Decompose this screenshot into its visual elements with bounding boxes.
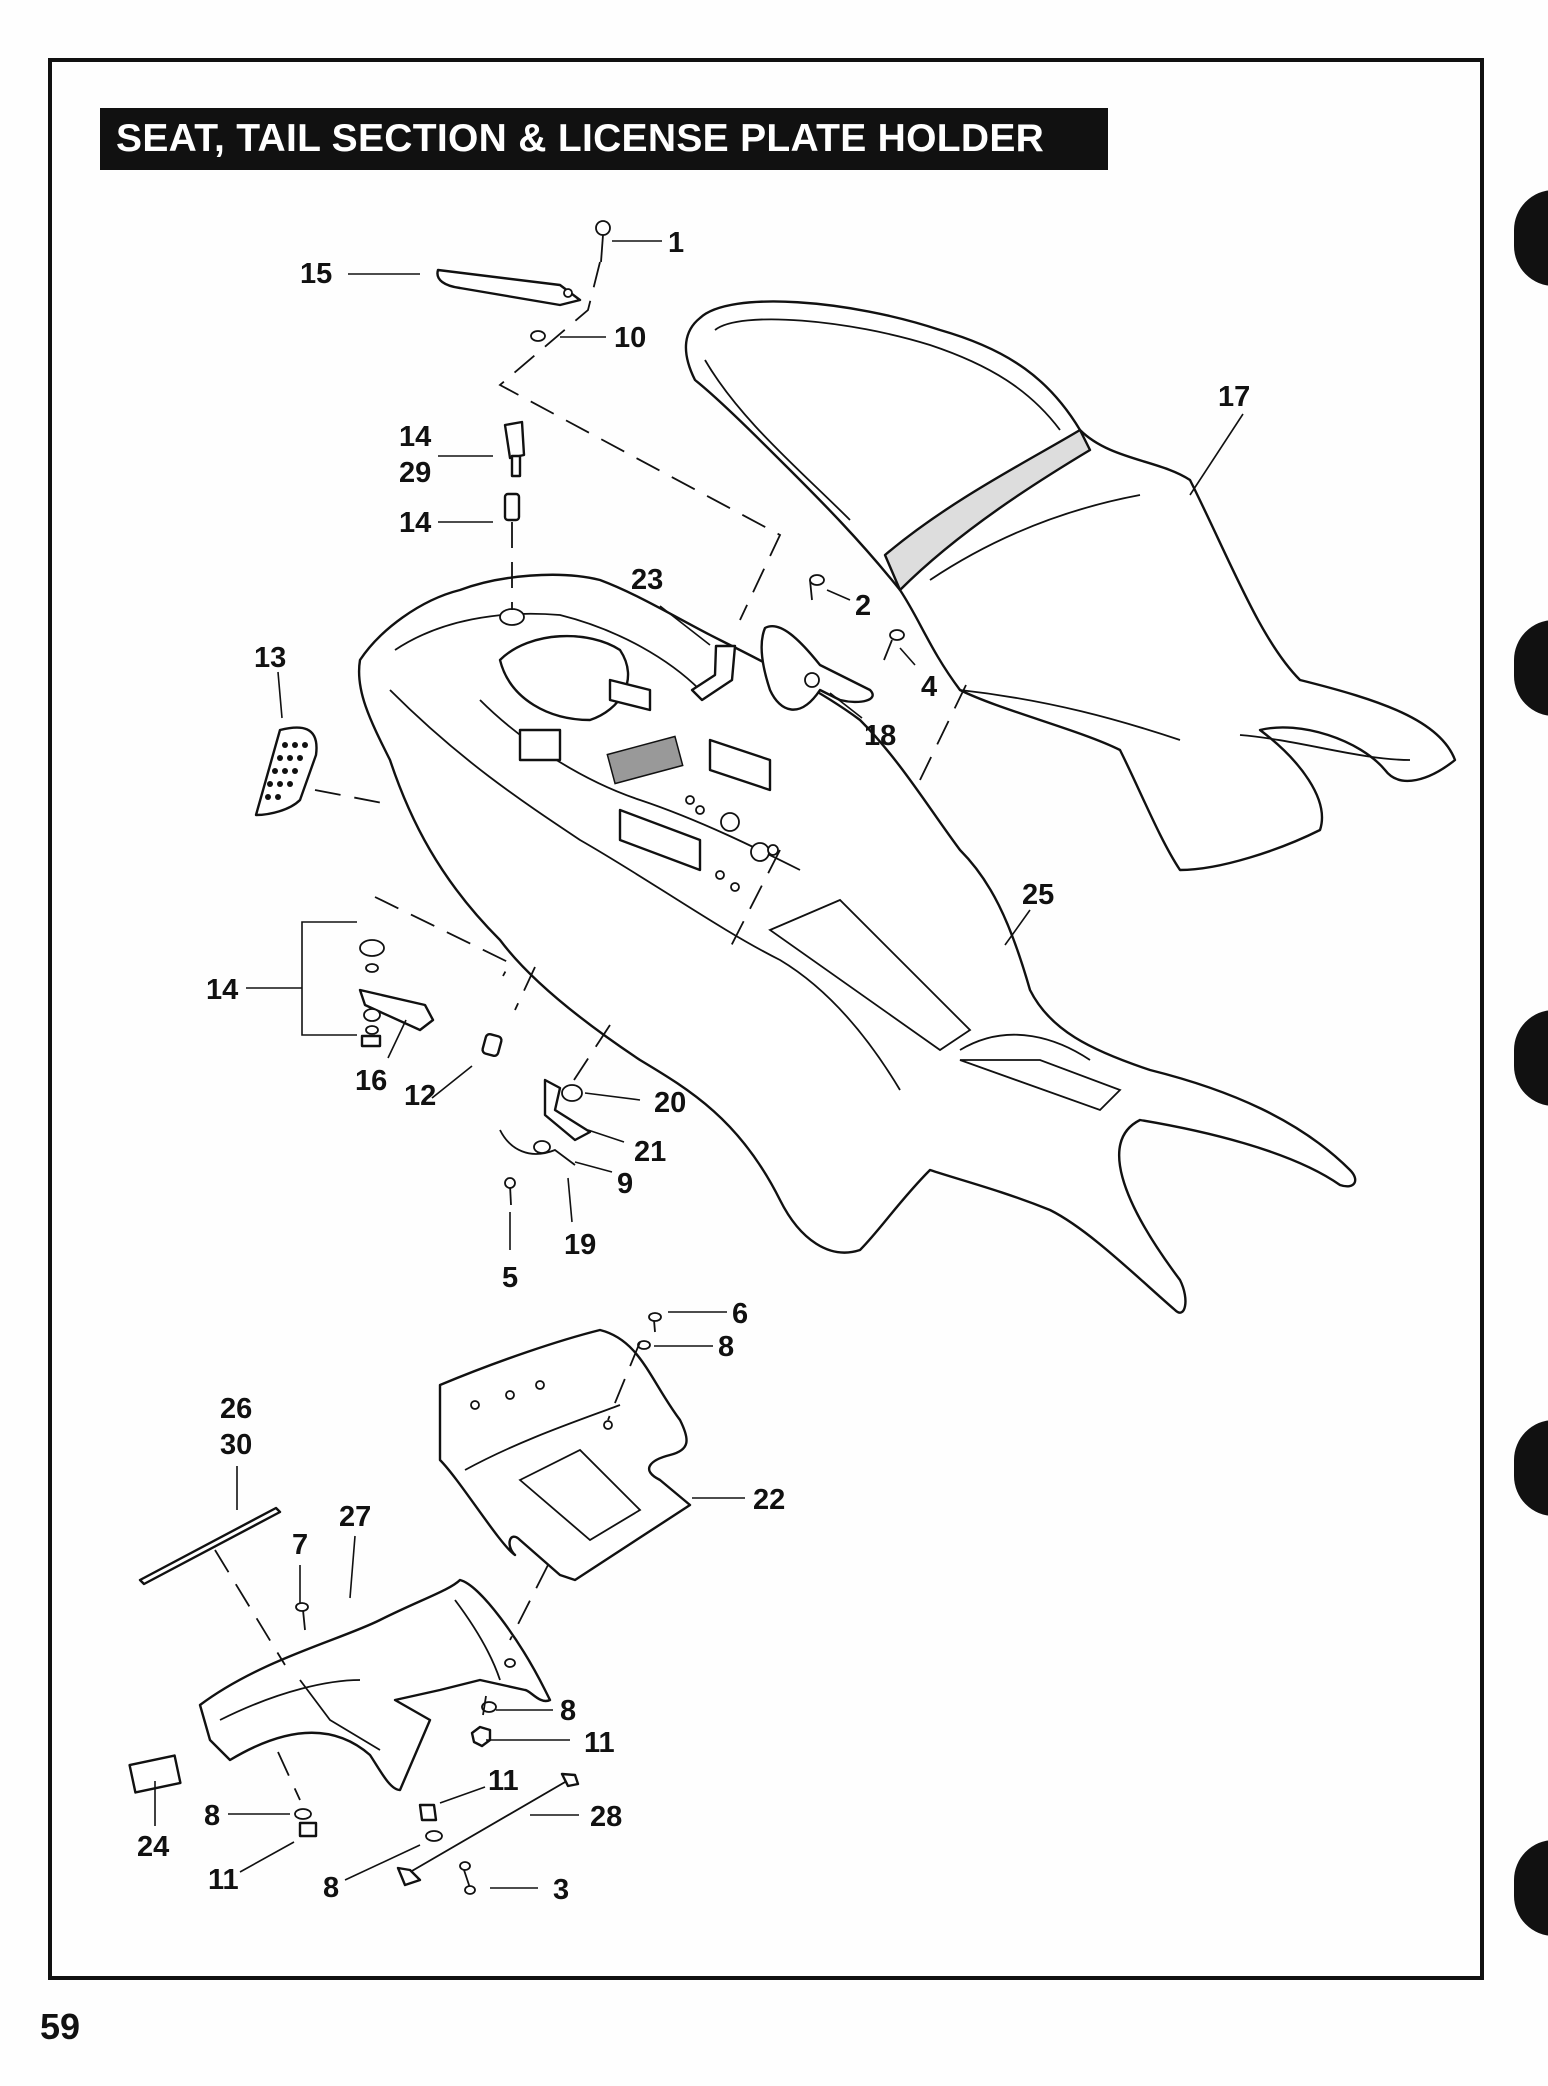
license-bracket-22 — [438, 1328, 692, 1582]
callout-21: 21 — [634, 1136, 666, 1168]
callout-2: 2 — [855, 590, 871, 622]
assembly-lines — [214, 261, 967, 1801]
callout-1: 1 — [668, 227, 684, 259]
callout-11: 11 — [208, 1864, 239, 1896]
seat-illustration — [684, 300, 1457, 872]
callout-8: 8 — [323, 1872, 339, 1904]
callout-4: 4 — [921, 671, 937, 703]
callout-25: 25 — [1022, 879, 1054, 911]
callout-14: 14 — [206, 974, 238, 1006]
callout-3: 3 — [553, 1874, 569, 1906]
leader-lines — [154, 240, 1244, 1889]
callout-30: 30 — [220, 1429, 252, 1461]
callout-14: 14 — [399, 507, 431, 539]
callout-8: 8 — [718, 1331, 734, 1363]
tail-section-illustration — [357, 573, 1357, 1314]
callout-10: 10 — [614, 322, 646, 354]
callout-20: 20 — [654, 1087, 686, 1119]
callout-23: 23 — [631, 564, 663, 596]
callout-14: 14 — [399, 421, 431, 453]
callout-8: 8 — [560, 1695, 576, 1727]
callout-15: 15 — [300, 258, 332, 290]
callout-6: 6 — [732, 1298, 748, 1330]
callout-18: 18 — [864, 720, 896, 752]
callout-29: 29 — [399, 457, 431, 489]
lock-cover-plate — [254, 726, 318, 817]
page-number: 59 — [40, 2006, 81, 2047]
callout-22: 22 — [753, 1484, 785, 1516]
callout-11: 11 — [488, 1765, 519, 1797]
callout-26: 26 — [220, 1393, 252, 1425]
license-holder-27 — [128, 1506, 580, 1895]
hardware-parts — [358, 220, 905, 1350]
callout-28: 28 — [590, 1801, 622, 1833]
page-title: SEAT, TAIL SECTION & LICENSE PLATE HOLDE… — [100, 108, 1108, 170]
callout-16: 16 — [355, 1065, 387, 1097]
callout-8: 8 — [204, 1800, 220, 1832]
callout-19: 19 — [564, 1229, 596, 1261]
callout-9: 9 — [617, 1168, 633, 1200]
callout-24: 24 — [137, 1831, 169, 1863]
callout-17: 17 — [1218, 381, 1250, 413]
callout-5: 5 — [502, 1262, 518, 1294]
callout-12: 12 — [404, 1080, 436, 1112]
diagram-frame — [48, 58, 1484, 1980]
callout-27: 27 — [339, 1501, 371, 1533]
callout-11: 11 — [584, 1727, 615, 1759]
group-bracket-14 — [301, 921, 357, 1036]
callout-7: 7 — [292, 1529, 308, 1561]
callout-labels: 1 15 10 17 14 29 14 23 2 4 13 18 25 14 1… — [137, 227, 1250, 1906]
callout-13: 13 — [254, 642, 286, 674]
